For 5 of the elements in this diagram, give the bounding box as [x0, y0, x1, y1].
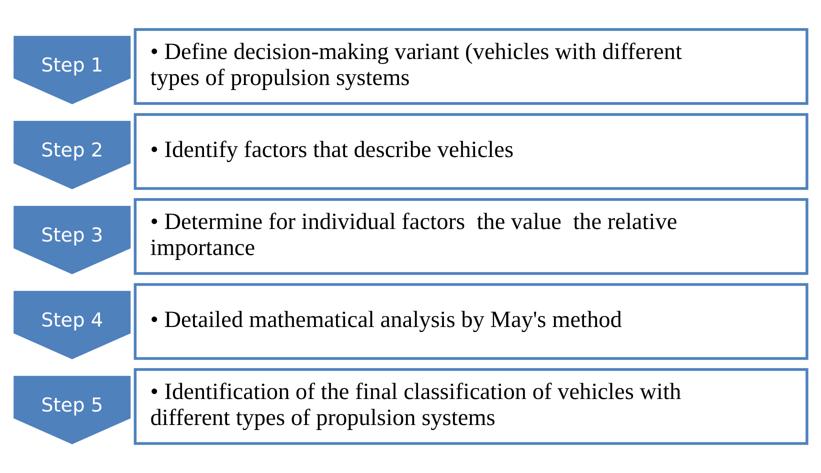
node-box: • Define decision-making variant (vehicles with different types of propulsion systems	[134, 28, 808, 105]
node-box: • Identify factors that describe vehicles	[134, 113, 808, 190]
node-box: • Identification of the final classification of vehicles with different types of propulsion systems	[134, 368, 808, 445]
node-box: • Detailed mathematical analysis by May's method	[134, 283, 808, 360]
node-box: • Determine for individual factors the value the relative importance	[134, 198, 808, 275]
